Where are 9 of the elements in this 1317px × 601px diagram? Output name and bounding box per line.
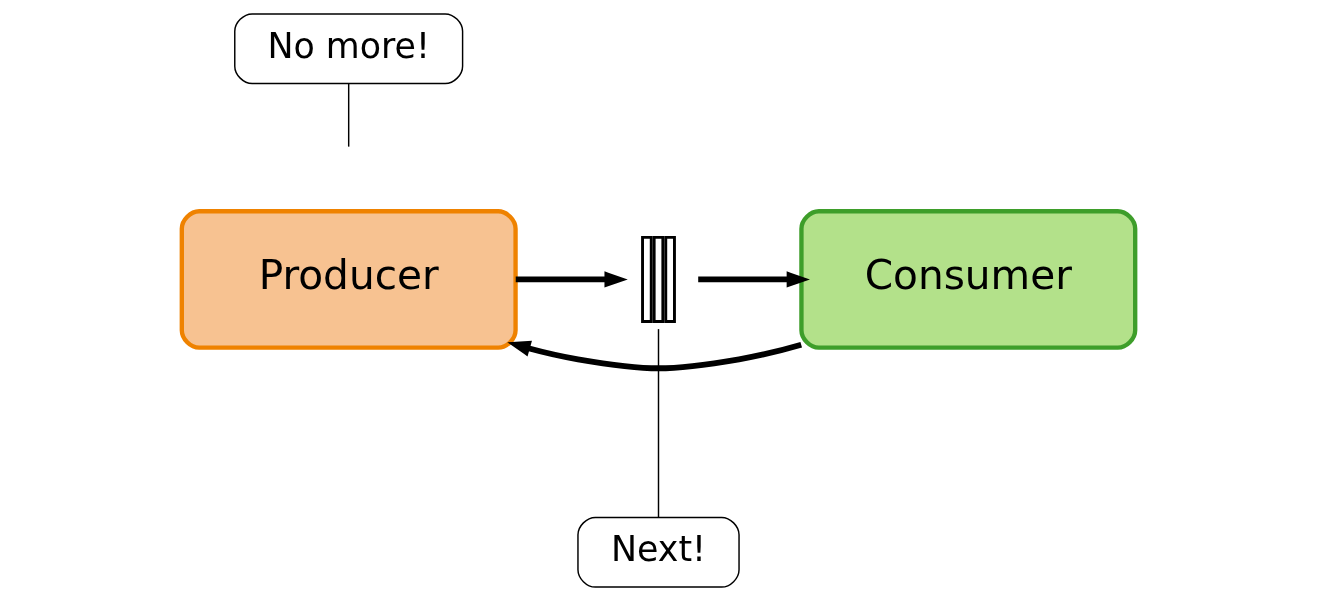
connector (347, 83, 350, 148)
arrow (507, 340, 802, 372)
arrow (515, 271, 628, 288)
node-box: No more! (234, 13, 464, 85)
arrow (698, 271, 810, 288)
node-box: Producer (179, 209, 518, 350)
node-box: Consumer (799, 209, 1138, 350)
node-box: Next! (577, 516, 740, 588)
connector (657, 328, 660, 518)
